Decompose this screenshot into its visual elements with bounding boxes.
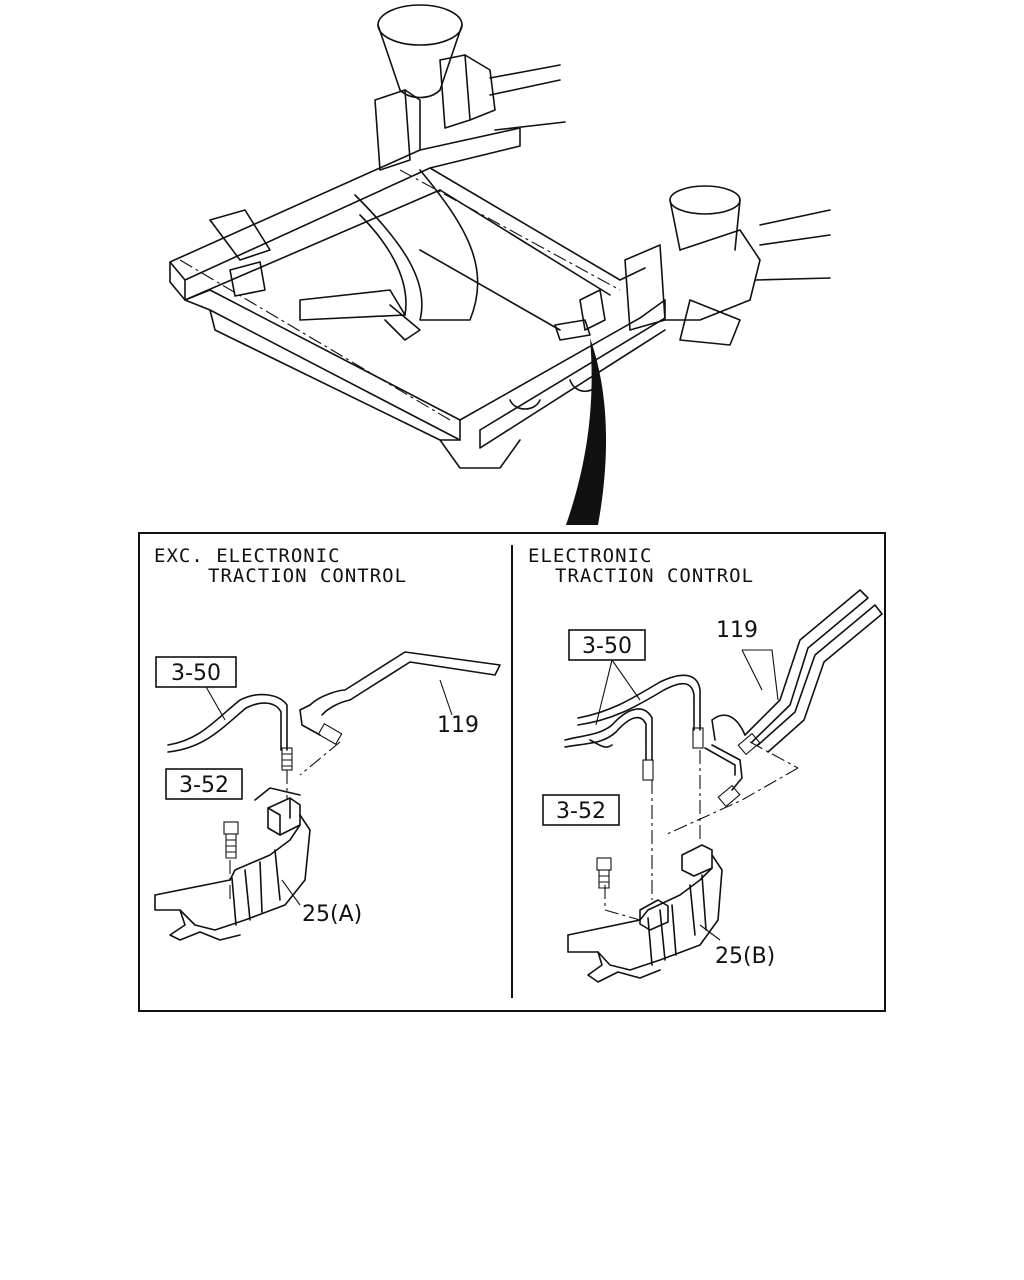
- frame-assembly-illustration: [169, 4, 831, 525]
- callout-119-left: 119: [437, 713, 479, 738]
- right-heading-line1: ELECTRONIC: [528, 545, 652, 567]
- callout-25b: 25(B): [715, 944, 775, 969]
- callout-25a: 25(A): [302, 902, 362, 927]
- callout-box-3-50-left: [155, 656, 237, 688]
- right-panel-illustration: [564, 589, 883, 983]
- callout-3-50-left: 3-50: [171, 661, 221, 686]
- callout-3-52-left: 3-52: [179, 773, 229, 798]
- callout-119-right: 119: [716, 618, 758, 643]
- callout-3-50-right: 3-50: [582, 634, 632, 659]
- left-heading-line1: EXC. ELECTRONIC: [154, 545, 341, 567]
- callout-3-52-right: 3-52: [556, 799, 606, 824]
- callout-box-3-52-left: [165, 768, 243, 800]
- detail-panel-frame: [138, 532, 886, 1012]
- callout-box-3-52-right: [542, 794, 620, 826]
- left-panel-illustration: [154, 651, 501, 941]
- callout-box-3-50-right: [568, 629, 646, 661]
- right-heading-line2: TRACTION CONTROL: [555, 565, 754, 587]
- left-heading-line2: TRACTION CONTROL: [208, 565, 407, 587]
